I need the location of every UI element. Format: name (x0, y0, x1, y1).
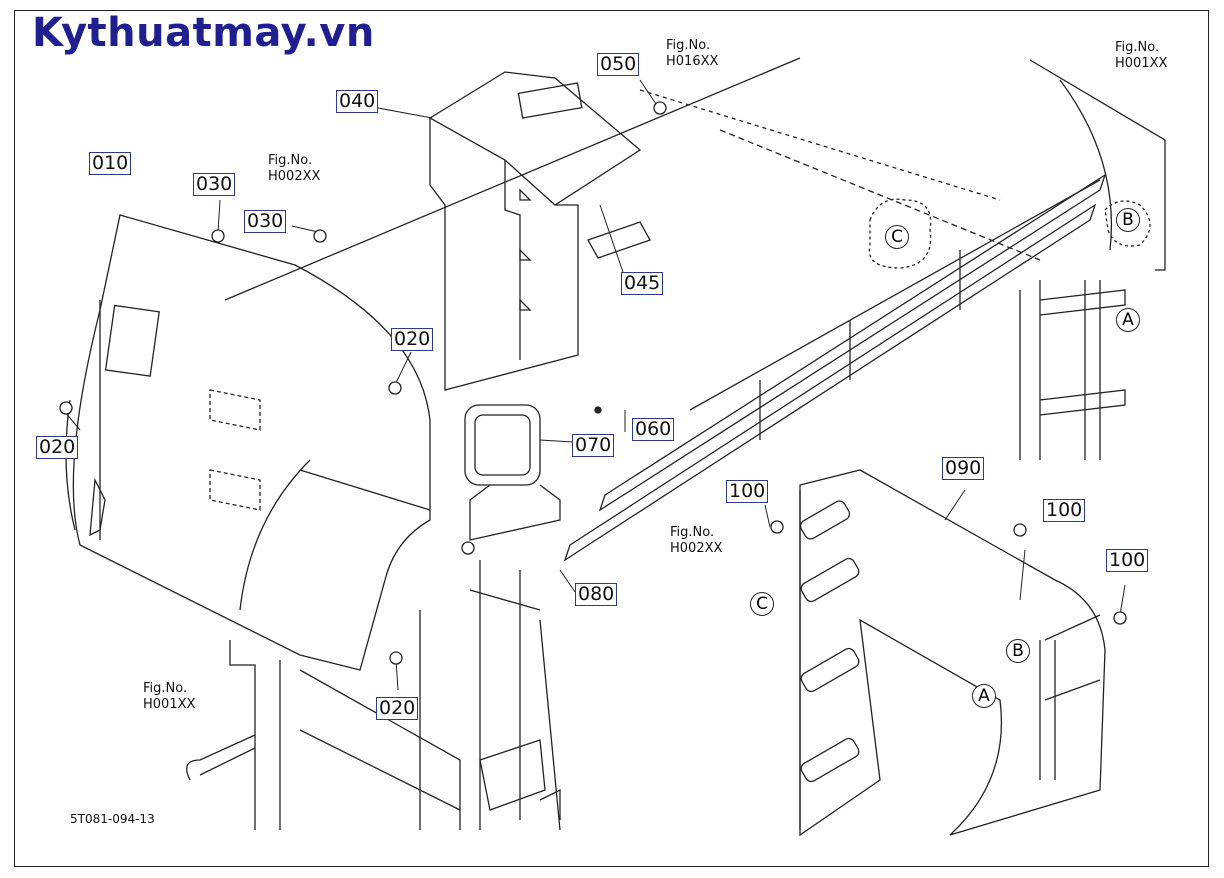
part-label-080: 080 (575, 583, 618, 606)
part-label-030: 030 (244, 210, 287, 233)
part-label-030: 030 (193, 173, 236, 196)
reference-letter-a: A (1116, 308, 1140, 332)
diagram-code: 5T081-094-13 (70, 812, 155, 826)
part-label-020: 020 (391, 328, 434, 351)
part-label-040: 040 (336, 90, 379, 113)
reference-letter-b: B (1116, 208, 1140, 232)
part-label-090: 090 (942, 457, 985, 480)
fig-ref-h001-bottom: Fig.No. H001XX (143, 681, 195, 713)
fig-ref-label: Fig.No. (666, 38, 711, 53)
strip-045 (587, 221, 651, 259)
reference-letter-b: B (1006, 639, 1030, 663)
fig-ref-code: H001XX (1115, 56, 1168, 71)
fig-ref-h001-top: Fig.No. H001XX (1115, 40, 1167, 72)
bolts (59, 101, 1127, 665)
part-label-045: 045 (621, 272, 664, 295)
part-label-050: 050 (597, 53, 640, 76)
part-label-070: 070 (572, 434, 615, 457)
fig-ref-label: Fig.No. (268, 153, 313, 168)
reference-letter-c: C (750, 592, 774, 616)
part-label-100: 100 (1043, 499, 1086, 522)
part-label-060: 060 (632, 418, 675, 441)
part-label-010: 010 (89, 152, 132, 175)
fig-ref-label: Fig.No. (670, 525, 715, 540)
fig-ref-h002-top: Fig.No. H002XX (268, 153, 320, 185)
main-frame-lines (224, 57, 1166, 562)
part-label-020: 020 (376, 697, 419, 720)
guard-090 (799, 469, 1106, 837)
part-label-020: 020 (36, 436, 79, 459)
fig-ref-code: H002XX (670, 541, 723, 556)
fig-ref-label: Fig.No. (1115, 40, 1160, 55)
top-cover-040 (428, 71, 642, 391)
fig-ref-code: H016XX (666, 54, 719, 69)
fig-ref-h002-mid: Fig.No. H002XX (670, 525, 722, 557)
lower-frame (186, 560, 561, 831)
leader-lines (64, 79, 1126, 691)
part-label-100: 100 (726, 480, 769, 503)
side-cover-010 (65, 214, 431, 671)
fig-ref-label: Fig.No. (143, 681, 188, 696)
fig-ref-h016: Fig.No. H016XX (666, 38, 718, 70)
reference-letter-a: A (972, 684, 996, 708)
site-brand-title: Kythuatmay.vn (32, 10, 375, 56)
diagram-frame (14, 10, 1209, 867)
fig-ref-code: H002XX (268, 169, 321, 184)
work-lamp-070 (464, 404, 561, 541)
part-label-100: 100 (1106, 549, 1149, 572)
reference-letter-c: C (885, 225, 909, 249)
fig-ref-code: H001XX (143, 697, 196, 712)
